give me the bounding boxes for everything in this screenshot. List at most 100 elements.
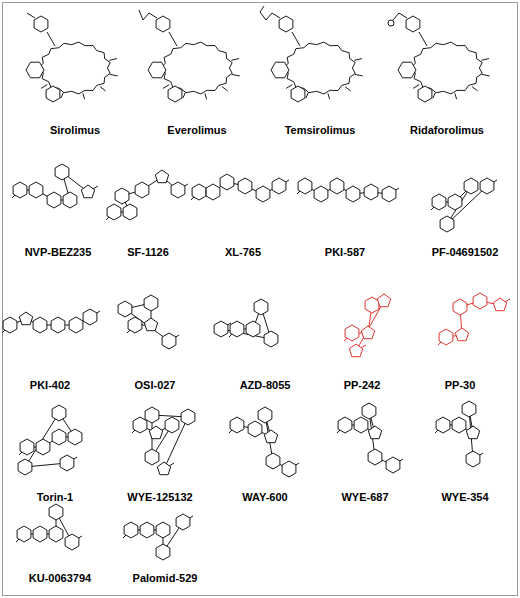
ring — [115, 188, 129, 204]
ring — [107, 204, 121, 220]
bond — [83, 93, 85, 99]
ring — [448, 194, 462, 210]
molecule-structure — [297, 178, 399, 202]
ring — [418, 86, 432, 102]
ring — [144, 318, 157, 331]
bond — [345, 87, 351, 91]
ring — [156, 522, 170, 538]
bond — [100, 87, 106, 91]
compound-name: SF-1126 — [127, 246, 169, 259]
compound-name: XL-765 — [225, 246, 261, 259]
compound-name: WYE-125132 — [127, 491, 192, 504]
ring — [176, 514, 190, 530]
ring — [377, 294, 390, 307]
bond — [139, 10, 143, 20]
ring — [314, 186, 328, 202]
molecule-structures — [2, 6, 510, 560]
bond — [164, 417, 188, 469]
ring — [145, 407, 159, 423]
molecule-structure — [12, 164, 98, 208]
bond — [433, 93, 436, 99]
ring — [162, 333, 176, 349]
bond — [149, 13, 157, 18]
bond — [472, 87, 478, 91]
ring — [144, 295, 158, 311]
compound-name: Torin-1 — [37, 491, 73, 504]
ring — [118, 301, 132, 317]
ring — [406, 16, 420, 32]
ring — [282, 461, 296, 477]
bond — [354, 59, 362, 61]
ring — [354, 417, 368, 433]
ring — [330, 178, 344, 194]
bond — [393, 13, 399, 20]
ring — [480, 178, 494, 194]
molecule-structure — [431, 178, 497, 232]
ring — [49, 504, 63, 520]
ring — [365, 297, 379, 313]
ring — [368, 426, 381, 439]
ring — [34, 16, 48, 32]
bond — [125, 309, 169, 341]
ring — [52, 429, 66, 445]
macrocycle-structure — [388, 13, 490, 102]
compound-name: Sirolimus — [50, 124, 100, 137]
ring — [279, 16, 293, 32]
ring — [254, 299, 268, 315]
compound-name: PF-04691502 — [432, 246, 499, 259]
ring — [466, 426, 479, 439]
bond — [109, 59, 117, 61]
ring — [156, 544, 170, 560]
bond — [232, 74, 240, 75]
bond — [399, 13, 407, 18]
bond — [419, 32, 427, 46]
ring — [436, 417, 450, 433]
ring — [124, 522, 138, 538]
bond — [47, 32, 55, 46]
ring — [266, 453, 280, 469]
ring — [368, 449, 382, 465]
ring — [20, 439, 34, 455]
ring — [33, 526, 47, 542]
ring — [18, 459, 32, 475]
ring — [439, 329, 453, 345]
ring — [346, 186, 360, 202]
ring — [13, 182, 27, 198]
ring — [246, 321, 260, 337]
molecule-structure — [191, 174, 289, 202]
macrocycle — [411, 42, 482, 94]
ring — [63, 192, 77, 208]
bond — [455, 93, 457, 99]
ring — [26, 62, 44, 78]
ring — [157, 462, 170, 475]
ring — [345, 325, 359, 341]
compound-name: WYE-687 — [341, 491, 388, 504]
macrocycle — [161, 42, 232, 94]
phosphinate — [388, 20, 394, 26]
compound-name: NVP-BEZ235 — [25, 246, 92, 259]
ring — [49, 526, 63, 542]
molecule-structure — [123, 514, 193, 560]
ring — [135, 182, 149, 198]
ring — [230, 417, 244, 433]
bond — [27, 13, 35, 18]
bond — [169, 32, 177, 46]
ring — [364, 184, 378, 200]
compound-name: PKI-402 — [30, 379, 70, 392]
ring — [453, 299, 467, 315]
ring — [493, 298, 506, 311]
ring — [432, 194, 446, 210]
bond — [231, 59, 239, 61]
compound-name: OSI-027 — [135, 379, 176, 392]
ring — [55, 164, 69, 180]
ring — [123, 204, 137, 220]
ring — [65, 534, 79, 550]
ring — [165, 417, 179, 433]
ring — [171, 182, 185, 198]
bond — [286, 85, 292, 89]
ring — [464, 178, 478, 194]
molecule-structure — [18, 405, 82, 475]
ring — [47, 192, 61, 208]
